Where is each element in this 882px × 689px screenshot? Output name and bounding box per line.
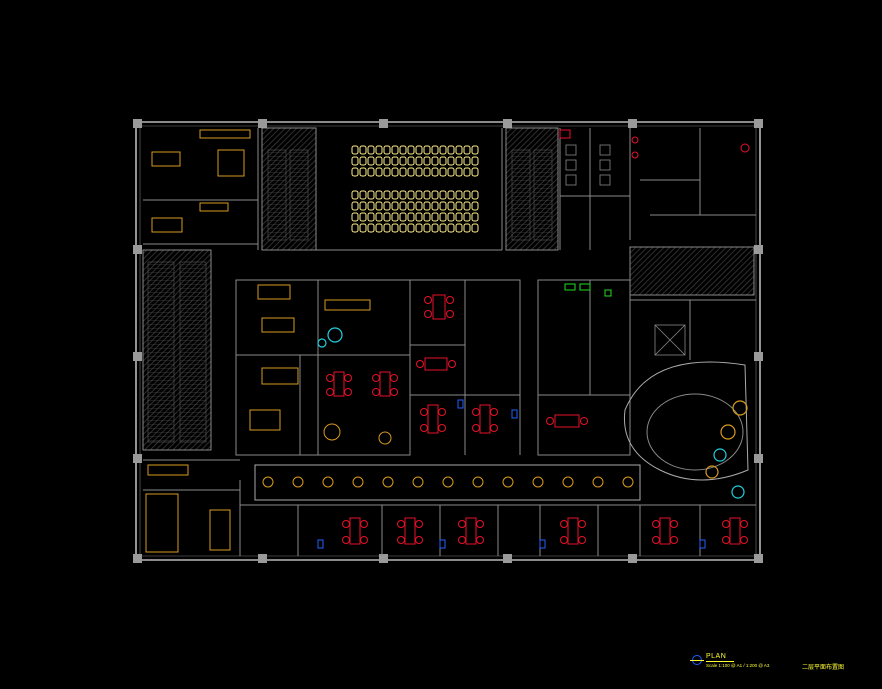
restroom-fixtures bbox=[565, 144, 686, 356]
fixtures bbox=[317, 283, 706, 549]
structural-columns bbox=[133, 119, 763, 563]
red-workstations bbox=[326, 129, 750, 545]
interior-partitions bbox=[143, 128, 756, 556]
corridor-seating bbox=[262, 423, 634, 488]
lounge-pods bbox=[317, 327, 748, 499]
exterior-walls bbox=[135, 121, 761, 561]
title-underline bbox=[706, 661, 734, 662]
auditorium-seating bbox=[351, 145, 479, 232]
office-furniture bbox=[145, 129, 371, 553]
drawing-title: PLAN bbox=[706, 653, 727, 660]
title-block: PLAN Scale 1:100 @ A1 / 1:200 @ A3 二层平面布… bbox=[690, 651, 880, 687]
drawing-scale: Scale 1:100 @ A1 / 1:200 @ A3 bbox=[706, 663, 770, 668]
north-arrow-icon bbox=[690, 655, 704, 665]
drawing-subtitle: 二层平面布置图 bbox=[802, 664, 845, 671]
stair-treads bbox=[147, 149, 553, 443]
curved-lounge bbox=[623, 361, 749, 481]
